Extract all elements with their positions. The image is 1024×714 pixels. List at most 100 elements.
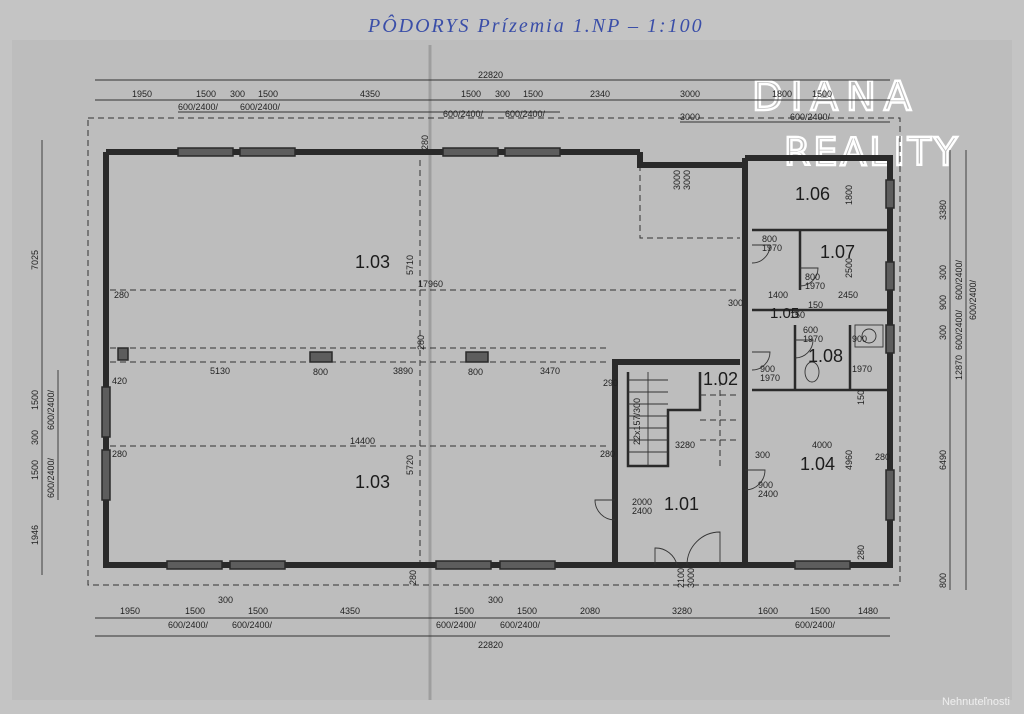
dim-right-800: 800 bbox=[938, 573, 948, 588]
dim-5720: 5720 bbox=[405, 455, 415, 475]
dim-bottom-3280: 3280 bbox=[672, 606, 692, 616]
dim-280-c: 280 bbox=[416, 335, 426, 350]
dim-1970-b: 1970 bbox=[803, 334, 823, 344]
dim-top-2340: 2340 bbox=[590, 89, 610, 99]
dim-280-f: 280 bbox=[408, 570, 418, 585]
dim-bottom-300b: 300 bbox=[488, 595, 503, 605]
dim-150-c: 150 bbox=[856, 390, 866, 405]
toilet bbox=[804, 361, 820, 383]
dim-bottom-4350: 4350 bbox=[340, 606, 360, 616]
dim-bottom-overall: 22820 bbox=[478, 640, 503, 650]
dim-bottom-2080: 2080 bbox=[580, 606, 600, 616]
dim-right-300b: 300 bbox=[938, 325, 948, 340]
wall-stair-hall bbox=[612, 359, 740, 565]
dim-stairs: 22x157/300 bbox=[632, 398, 642, 445]
dim-14400: 14400 bbox=[350, 436, 375, 446]
dim-420: 420 bbox=[112, 376, 127, 386]
dim-800-1970-c: 800 bbox=[805, 272, 820, 282]
dim-right-window-1: 600/2400/ bbox=[954, 259, 964, 300]
room-1-07: 1.07 bbox=[820, 242, 855, 262]
dim-top-1500e: 1500 bbox=[812, 89, 832, 99]
dim-290: 290 bbox=[603, 378, 618, 388]
dim-bottom-window-3: 600/2400/ bbox=[436, 620, 477, 630]
dim-3470: 3470 bbox=[540, 366, 560, 376]
dim-800-1970-a: 800 bbox=[762, 234, 777, 244]
dim-5710: 5710 bbox=[405, 255, 415, 275]
dim-left-1946: 1946 bbox=[30, 525, 40, 545]
dim-right-12870: 12870 bbox=[954, 355, 964, 380]
dim-left-1500b: 1500 bbox=[30, 460, 40, 480]
logo-diana: DIANA bbox=[752, 74, 919, 120]
door-hall-104 bbox=[744, 469, 766, 491]
window-east-3 bbox=[885, 324, 895, 354]
dim-1800-interior: 1800 bbox=[844, 185, 854, 205]
dim-2450: 2450 bbox=[838, 290, 858, 300]
dim-left-window-1: 600/2400/ bbox=[46, 389, 56, 430]
column-3 bbox=[117, 347, 129, 361]
column-2 bbox=[465, 351, 489, 363]
dim-bottom-window-1: 600/2400/ bbox=[168, 620, 209, 630]
window-east-1 bbox=[885, 179, 895, 209]
dim-2400: 2400 bbox=[632, 506, 652, 516]
dim-280-b: 280 bbox=[114, 290, 129, 300]
room-1-03-top: 1.03 bbox=[355, 252, 390, 272]
terrace-outline bbox=[639, 165, 740, 239]
room-1-03-bottom: 1.03 bbox=[355, 472, 390, 492]
window-west-2 bbox=[101, 449, 111, 501]
entry-door-right bbox=[686, 531, 721, 566]
dim-4000: 4000 bbox=[812, 440, 832, 450]
dim-150-b: 150 bbox=[790, 310, 805, 320]
dim-280-g: 280 bbox=[875, 452, 890, 462]
dim-300-a: 300 bbox=[728, 298, 743, 308]
dim-3890: 3890 bbox=[393, 366, 413, 376]
logo-reality: REALITY bbox=[784, 130, 960, 174]
dim-bottom-1500c: 1500 bbox=[454, 606, 474, 616]
window-south-2 bbox=[229, 560, 286, 570]
window-north-2 bbox=[239, 147, 296, 157]
dim-bottom-1480: 1480 bbox=[858, 606, 878, 616]
dim-top-4350: 4350 bbox=[360, 89, 380, 99]
room-1-01: 1.01 bbox=[664, 494, 699, 514]
window-south-1 bbox=[166, 560, 223, 570]
room-1-08: 1.08 bbox=[808, 346, 843, 366]
door-105 bbox=[751, 351, 771, 371]
dim-3000-entry: 3000 bbox=[686, 568, 696, 588]
dim-17960: 17960 bbox=[418, 279, 443, 289]
dim-left-window-2: 600/2400/ bbox=[46, 457, 56, 498]
dim-bottom-1600: 1600 bbox=[758, 606, 778, 616]
dim-bottom-1500a: 1500 bbox=[185, 606, 205, 616]
dim-3000-vertical: 3000 bbox=[672, 170, 682, 190]
dim-right-900: 900 bbox=[938, 295, 948, 310]
dim-top-300b: 300 bbox=[495, 89, 510, 99]
window-south-4 bbox=[499, 560, 556, 570]
dim-600-1970: 600 bbox=[803, 325, 818, 335]
dim-150-a: 150 bbox=[808, 300, 823, 310]
plan-title: PÔDORYS Prízemia 1.NP – 1:100 bbox=[367, 13, 704, 37]
window-west-1 bbox=[101, 386, 111, 438]
dim-top-window-1: 600/2400/ bbox=[178, 102, 219, 112]
dim-top-overall: 22820 bbox=[478, 70, 503, 80]
dim-top-1500c: 1500 bbox=[461, 89, 481, 99]
dim-left-300: 300 bbox=[30, 430, 40, 445]
dim-1400: 1400 bbox=[768, 290, 788, 300]
dim-top-window-4: 600/2400/ bbox=[505, 109, 546, 119]
dim-top-3000b: 3000 bbox=[680, 112, 700, 122]
staircase bbox=[626, 372, 740, 468]
window-north-3 bbox=[442, 147, 499, 157]
dim-5130: 5130 bbox=[210, 366, 230, 376]
dim-right-window-3: 600/2400/ bbox=[968, 279, 978, 320]
window-south-5 bbox=[794, 560, 851, 570]
column-1 bbox=[309, 351, 333, 363]
wall-north-step bbox=[637, 152, 748, 168]
door-106 bbox=[751, 244, 771, 264]
dim-top-1500d: 1500 bbox=[523, 89, 543, 99]
dim-2000: 2000 bbox=[632, 497, 652, 507]
dim-top-1800: 1800 bbox=[772, 89, 792, 99]
dim-1970-d: 1970 bbox=[760, 373, 780, 383]
dim-right-300a: 300 bbox=[938, 265, 948, 280]
dim-top-window-3: 600/2400/ bbox=[443, 109, 484, 119]
overhang-outline bbox=[87, 117, 901, 586]
dim-top-window-5: 600/2400/ bbox=[790, 112, 831, 122]
window-north-1 bbox=[177, 147, 234, 157]
